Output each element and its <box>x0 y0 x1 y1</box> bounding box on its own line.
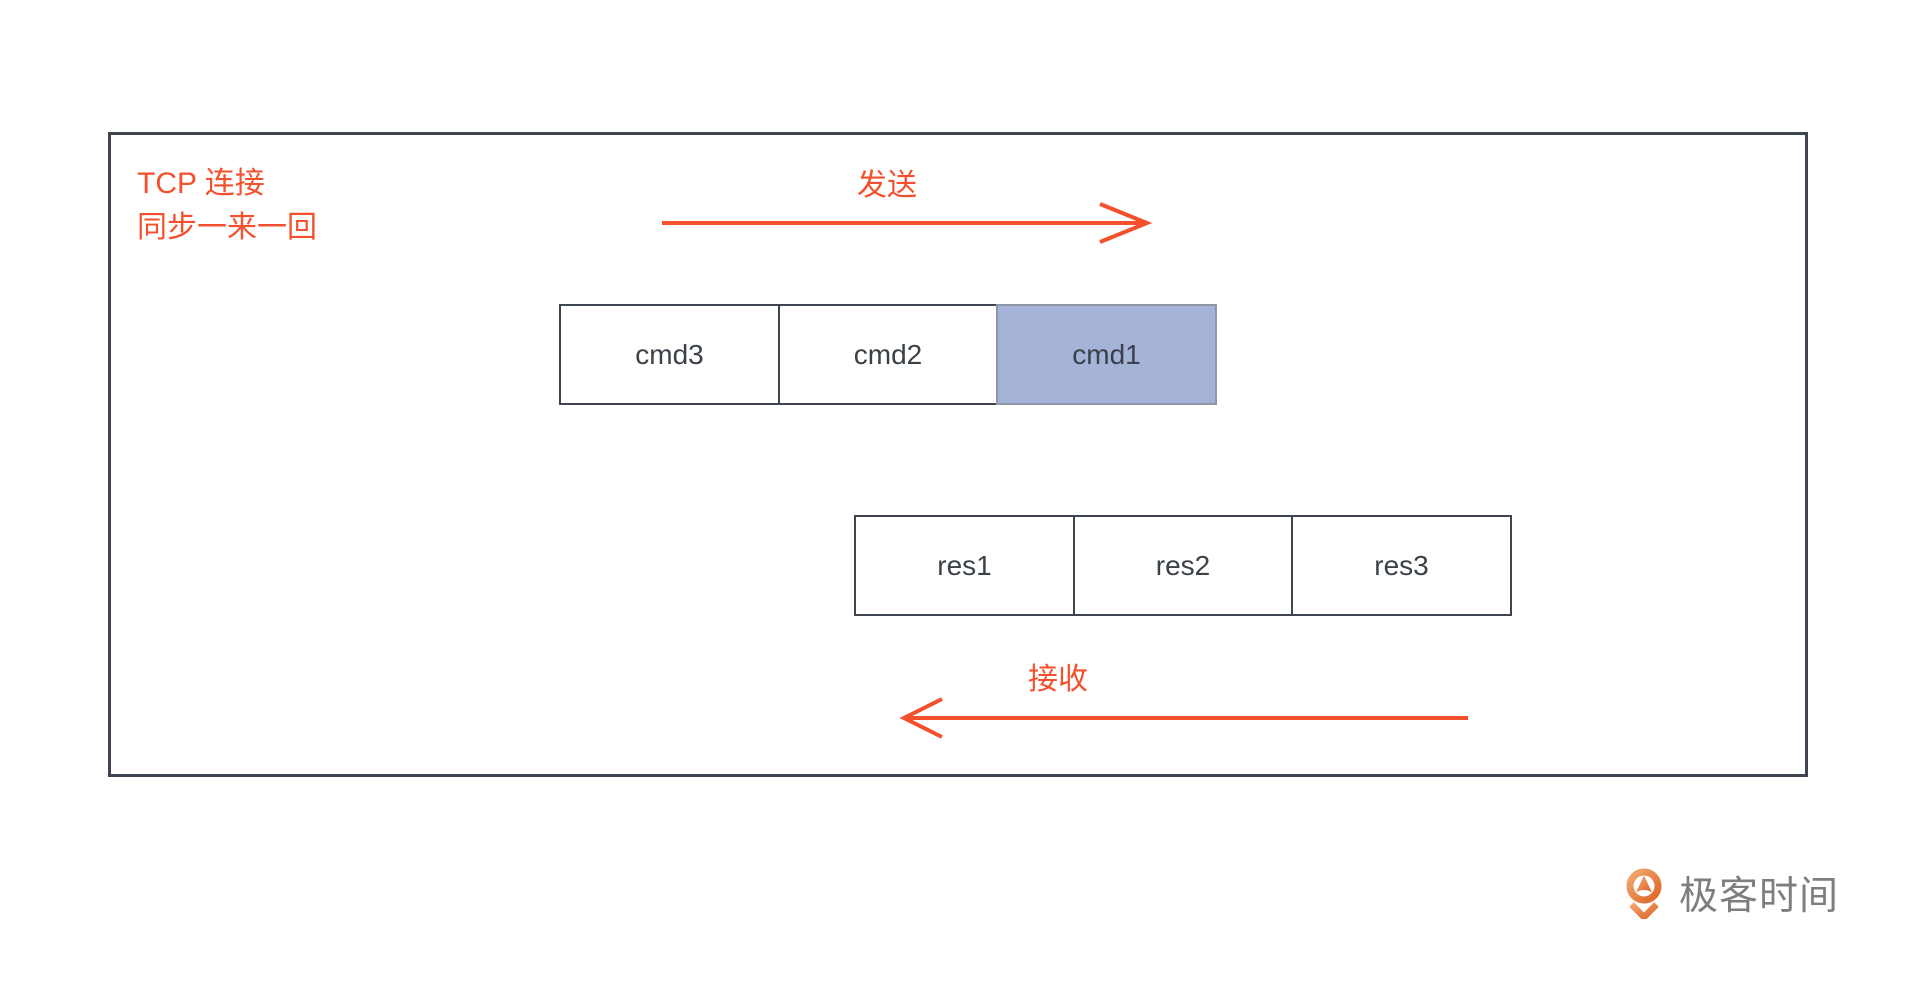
send-label: 发送 <box>857 169 917 202</box>
tcp-annotation-line2: 同步一来一回 <box>137 211 317 244</box>
geektime-pin-icon <box>1626 868 1662 919</box>
res-box-2: res2 <box>1072 515 1294 616</box>
cmd-queue: cmd3 cmd2 cmd1 <box>559 304 1217 405</box>
tcp-annotation-line1: TCP 连接 <box>137 167 265 200</box>
tcp-annotation: TCP 连接 同步一来一回 <box>137 162 317 250</box>
cmd-box-2: cmd2 <box>777 304 999 405</box>
res-box-1: res1 <box>854 515 1075 616</box>
brand-logo: 极客时间 <box>1624 866 1839 920</box>
res-box-3: res3 <box>1291 515 1512 616</box>
send-arrow-icon <box>662 202 1153 244</box>
receive-label: 接收 <box>1028 663 1088 696</box>
brand-name: 极客时间 <box>1679 875 1840 918</box>
cmd-box-3: cmd3 <box>559 304 780 405</box>
tcp-connection-frame <box>108 132 1808 777</box>
cmd-box-1: cmd1 <box>996 304 1217 405</box>
receive-arrow-icon <box>899 697 1468 739</box>
res-queue: res1 res2 res3 <box>854 515 1512 616</box>
